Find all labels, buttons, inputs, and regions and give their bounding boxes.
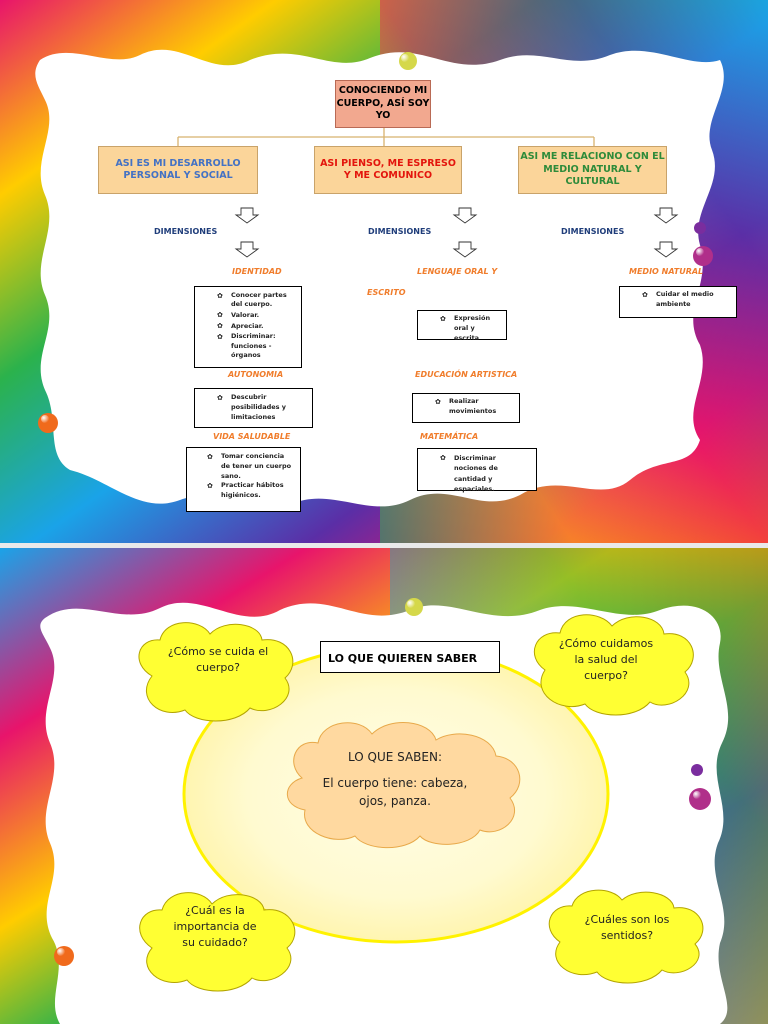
list-item: ✿Valorar. <box>217 310 295 321</box>
question-cloud-1-text: ¿Cómo se cuida el cuerpo? <box>167 645 269 674</box>
vida-saludable-list: ✿Tomar conciencia de tener un cuerpo san… <box>187 448 300 505</box>
category-lenguaje-line2: ESCRITO <box>367 288 406 297</box>
category-matematica: MATEMÁTICA <box>420 432 479 441</box>
category-lenguaje-line1: LENGUAJE ORAL Y <box>417 267 498 276</box>
flower-bullet-icon: ✿ <box>217 292 223 300</box>
question-cloud-3: ¿Cuál es la importancia de su cuidado? <box>170 903 260 951</box>
branch-personal-social: ASI ES MI DESARROLLO PERSONAL Y SOCIAL <box>98 146 258 194</box>
branch-personal-social-label: ASI ES MI DESARROLLO PERSONAL Y SOCIAL <box>115 157 241 181</box>
slide-saberes: LO QUE QUIEREN SABER ¿Cómo se cuida el c… <box>0 548 768 1024</box>
question-cloud-1: ¿Cómo se cuida el cuerpo? <box>160 644 276 676</box>
list-item: ✿Expresión oral y escrita <box>440 314 491 342</box>
category-medio-natural: MEDIO NATURAL <box>629 267 704 276</box>
branch-comunicacion: ASI PIENSO, ME ESPRESO Y ME COMUNICO <box>314 146 462 194</box>
root-node-label: CONOCIENDO MI CUERPO, ASÍ SOY YO <box>336 85 430 122</box>
dimensiones-label-2: DIMENSIONES <box>368 227 432 236</box>
question-cloud-3-text: ¿Cuál es la importancia de su cuidado? <box>173 904 257 949</box>
identidad-list: ✿Conocer partes del cuerpo. ✿Valorar. ✿A… <box>195 287 301 364</box>
slide-concept-map: CONOCIENDO MI CUERPO, ASÍ SOY YO ASI ES … <box>0 0 768 543</box>
question-cloud-2: ¿Cómo cuidamos la salud del cuerpo? <box>556 636 656 684</box>
category-educacion-artistica: EDUCACIÓN ARTISTICA <box>415 370 518 379</box>
flower-bullet-icon: ✿ <box>207 453 213 461</box>
question-cloud-2-text: ¿Cómo cuidamos la salud del cuerpo? <box>558 637 654 682</box>
list-item: ✿Practicar hábitos higiénicos. <box>207 481 284 499</box>
list-item: ✿Apreciar. <box>217 321 295 332</box>
educacion-artistica-list: ✿Realizar movimientos <box>413 394 519 421</box>
list-item: ✿Descubrir posibilidades y limitaciones <box>217 393 287 421</box>
branch-medio-natural: ASI ME RELACIONO CON EL MEDIO NATURAL Y … <box>518 146 667 194</box>
flower-bullet-icon: ✿ <box>440 315 446 323</box>
list-item: ✿Conocer partes del cuerpo. <box>217 291 287 309</box>
medio-natural-list: ✿Cuidar el medio ambiente <box>620 287 736 314</box>
flower-bullet-icon: ✿ <box>642 291 648 299</box>
flower-bullet-icon: ✿ <box>217 394 223 402</box>
lo-que-quieren-saber-label: LO QUE QUIEREN SABER <box>328 652 478 665</box>
branch-comunicacion-label: ASI PIENSO, ME ESPRESO Y ME COMUNICO <box>320 157 456 181</box>
flower-bullet-icon: ✿ <box>207 482 213 491</box>
medio-natural-box: ✿Cuidar el medio ambiente <box>619 286 737 318</box>
flower-bullet-icon: ✿ <box>217 322 223 331</box>
autonomia-list: ✿Descubrir posibilidades y limitaciones <box>195 389 312 426</box>
lenguaje-list: ✿Expresión oral y escrita <box>418 311 506 347</box>
lo-que-quieren-saber-title: LO QUE QUIEREN SABER <box>320 641 500 673</box>
flower-bullet-icon: ✿ <box>435 398 441 406</box>
flower-bullet-icon: ✿ <box>440 454 446 462</box>
lo-que-saben-title: LO QUE SABEN: <box>347 750 443 764</box>
down-arrow-icons <box>234 207 679 258</box>
rainbow-paint-frame <box>0 548 768 1024</box>
list-item: ✿Discriminar: funciones - órganos <box>217 332 276 360</box>
vida-saludable-box: ✿Tomar conciencia de tener un cuerpo san… <box>186 447 301 512</box>
autonomia-box: ✿Descubrir posibilidades y limitaciones <box>194 388 313 428</box>
question-cloud-4-text: ¿Cuáles son los sentidos? <box>584 913 670 942</box>
lenguaje-box: ✿Expresión oral y escrita <box>417 310 507 342</box>
matematica-box: ✿Discriminar nociones de cantidad y espa… <box>417 448 537 493</box>
list-item: ✿Tomar conciencia de tener un cuerpo san… <box>207 452 292 480</box>
identidad-box: ✿Conocer partes del cuerpo. ✿Valorar. ✿A… <box>194 286 302 368</box>
flower-bullet-icon: ✿ <box>217 310 223 319</box>
dimensiones-label-1: DIMENSIONES <box>154 227 218 236</box>
category-autonomia: AUTONOMIA <box>228 370 284 379</box>
flower-bullet-icon: ✿ <box>217 333 223 342</box>
list-item: ✿Cuidar el medio ambiente <box>642 290 714 308</box>
dimensiones-label-3: DIMENSIONES <box>561 227 625 236</box>
lo-que-saben-body: El cuerpo tiene: cabeza, ojos, panza. <box>322 776 468 808</box>
lo-que-saben-cloud: LO QUE SABEN: El cuerpo tiene: cabeza, o… <box>320 748 470 810</box>
list-item: ✿Realizar movimientos <box>435 397 497 415</box>
educacion-artistica-box: ✿Realizar movimientos <box>412 393 520 423</box>
category-vida-saludable: VIDA SALUDABLE <box>213 432 291 441</box>
branch-medio-natural-label: ASI ME RELACIONO CON EL MEDIO NATURAL Y … <box>520 151 665 188</box>
list-item: ✿Discriminar nociones de cantidad y espa… <box>440 454 498 494</box>
root-node: CONOCIENDO MI CUERPO, ASÍ SOY YO <box>335 80 431 128</box>
category-identidad: IDENTIDAD <box>232 267 282 276</box>
matematica-list: ✿Discriminar nociones de cantidad y espa… <box>418 449 536 499</box>
question-cloud-4: ¿Cuáles son los sentidos? <box>572 912 682 944</box>
